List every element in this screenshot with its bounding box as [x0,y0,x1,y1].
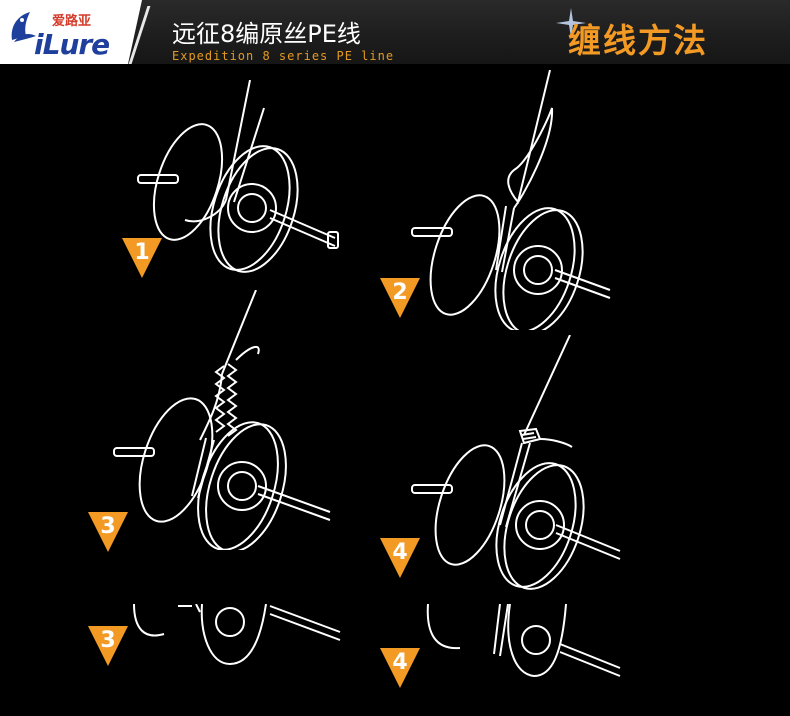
step-4-badge: 4 [380,538,420,578]
step-number: 3 [88,628,128,653]
step-number: 4 [380,540,420,565]
step-4-illustration [410,335,630,595]
brand-name-cn: 爱路亚 [52,10,91,29]
page-header: 爱路亚 iLure 远征8编原丝PE线 Expedition 8 series … [0,0,790,64]
step-3-badge-repeat: 3 [88,626,128,666]
product-title: 远征8编原丝PE线 [172,14,361,49]
step-4-illustration-partial [410,604,630,716]
step-4-badge-repeat: 4 [380,648,420,688]
brand-name-en: iLure [34,28,109,61]
step-3-badge: 3 [88,512,128,552]
step-1-illustration [130,80,350,280]
step-number: 3 [88,514,128,539]
step-3-illustration [110,290,350,550]
step-1-badge: 1 [122,238,162,278]
step-number: 1 [122,240,162,265]
step-2-illustration [410,70,620,330]
step-3-illustration-partial [120,604,350,716]
step-number: 4 [380,650,420,675]
section-title: 缠线方法 [568,14,708,62]
brand-logo: 爱路亚 iLure [0,0,142,64]
step-2-badge: 2 [380,278,420,318]
product-subtitle: Expedition 8 series PE line [172,49,394,63]
step-number: 2 [380,280,420,305]
